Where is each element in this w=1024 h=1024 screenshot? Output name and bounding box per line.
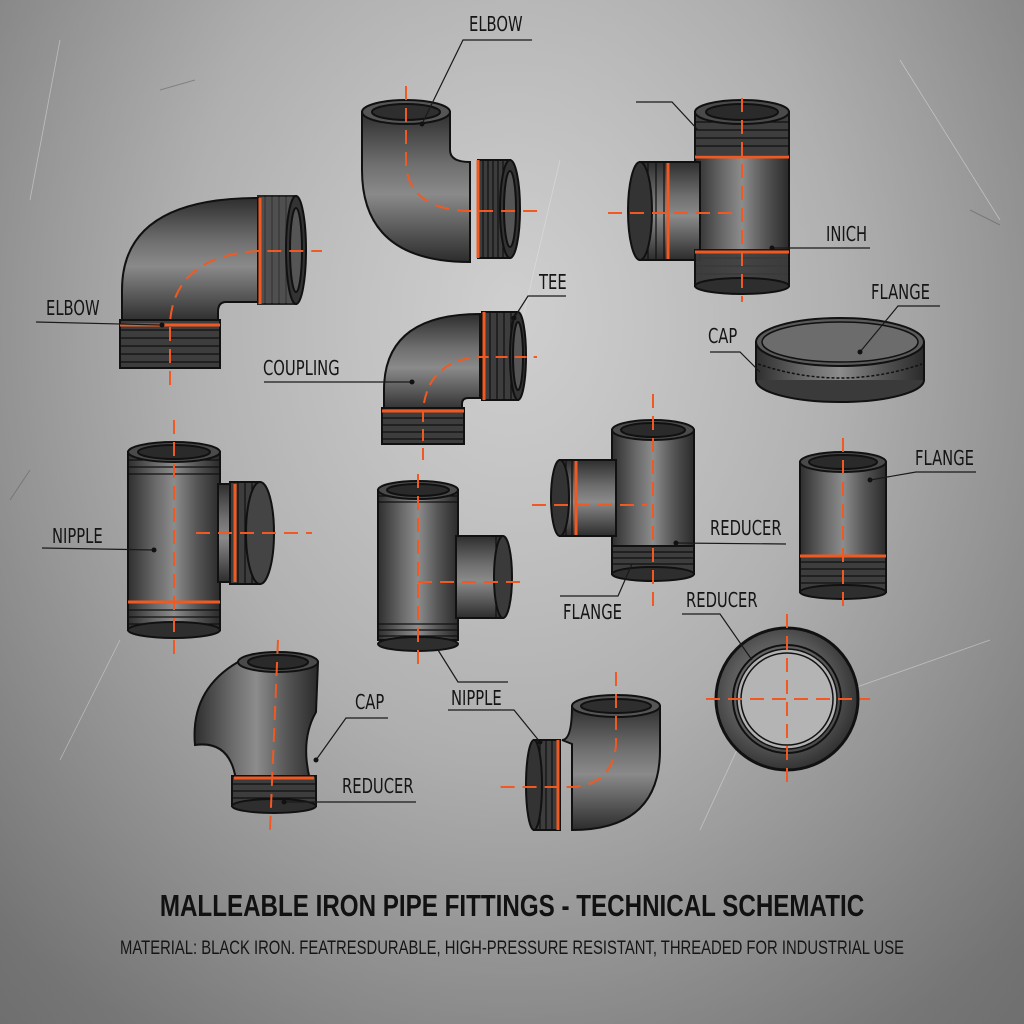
elbow-fitting-bottom [525,694,661,832]
elbow-fitting-top [361,99,521,264]
leader-dots [151,121,873,805]
label-flange-mid: FLANGE [563,600,622,624]
diagram-subtitle: MATERIAL: BLACK IRON. FEATRESDURABLE, HI… [120,938,904,959]
label-elbow-top: ELBOW [469,12,523,36]
label-reducer-ring: REDUCER [686,588,758,612]
diagram-title: MALLEABLE IRON PIPE FITTINGS - TECHNICAL… [159,888,865,923]
centerline-tee-top-right [608,98,743,302]
label-nipple-bottom: NIPPLE [451,686,502,710]
label-flange-right: FLANGE [915,446,974,470]
wye-fitting-bottom-left [193,651,320,814]
cap-disc-fitting [755,317,925,403]
centerline-tee-left [173,420,312,660]
label-flange-top: FLANGE [871,280,930,304]
label-cap-bottom: CAP [355,690,385,714]
centerline-tee-center-right [532,394,654,612]
centerline-elbow-center [422,356,537,460]
label-elbow-left: ELBOW [46,296,100,320]
centerline-reducer-ring [706,614,870,786]
label-nipple-left: NIPPLE [52,524,103,548]
label-inich: INICH [826,222,868,246]
label-cap-right: CAP [708,324,738,348]
label-tee: TEE [539,270,567,294]
label-reducer-mid: REDUCER [710,516,782,540]
leader-lines [35,39,976,803]
centerline-wye [269,639,279,831]
centerline-elbow-left [169,250,322,385]
centerline-elbow-top [405,86,540,212]
scratch-texture-dark [9,79,1001,501]
centerline-tee-center [417,474,522,670]
centerline-elbow-bottom [500,672,617,788]
label-reducer-bottom: REDUCER [342,774,414,798]
label-coupling: COUPLING [263,356,340,380]
